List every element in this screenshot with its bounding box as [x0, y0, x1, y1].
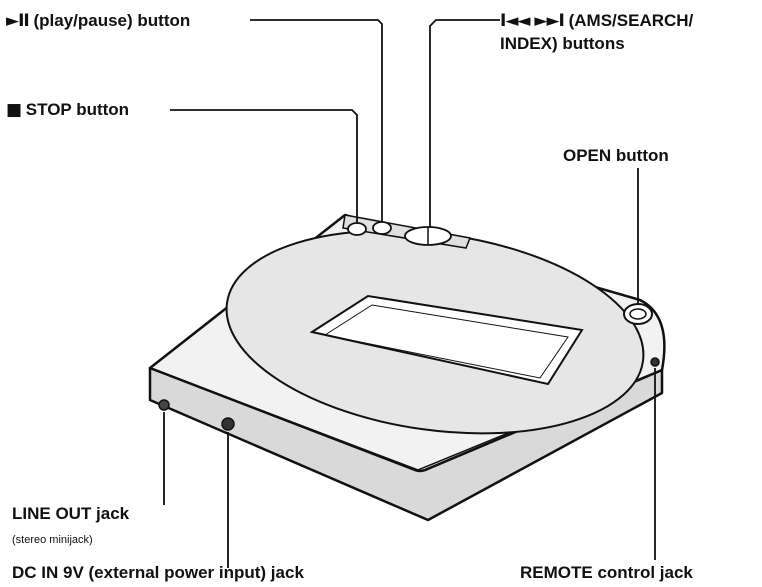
label-ams-line1: (AMS/SEARCH/	[568, 11, 694, 30]
display-window-inner	[323, 304, 569, 379]
stop-button-shape	[347, 222, 367, 236]
label-stop-text: STOP button	[25, 100, 130, 119]
stop-icon: ■	[6, 100, 22, 120]
leader-ams	[429, 19, 500, 227]
remote-jack-shape	[650, 357, 660, 367]
play-pause-icon: ►II	[6, 11, 30, 31]
ams-search-icon: I◄◄ ►►I	[500, 11, 565, 31]
open-button-inner	[629, 308, 647, 320]
label-open: OPEN button	[563, 146, 669, 165]
label-dc-in: DC IN 9V (external power input) jack	[12, 563, 304, 582]
leader-play-pause	[250, 19, 383, 222]
open-button-shape	[623, 303, 653, 325]
play-pause-button-shape	[372, 221, 392, 235]
label-play-pause-text: (play/pause) button	[33, 11, 191, 30]
dc-in-jack-shape	[221, 417, 235, 431]
label-ams: I◄◄ ►►I (AMS/SEARCH/	[500, 11, 693, 31]
label-line-out: LINE OUT jack	[12, 504, 130, 523]
label-ams-line2: INDEX) buttons	[500, 34, 625, 53]
label-line-out-sub: (stereo minijack)	[12, 534, 93, 546]
display-window	[309, 294, 584, 386]
line-out-jack-shape	[158, 399, 170, 411]
leader-stop	[170, 109, 358, 223]
label-play-pause: ►II (play/pause) button	[6, 11, 190, 31]
label-remote: REMOTE control jack	[520, 563, 693, 582]
label-stop: ■ STOP button	[6, 100, 129, 120]
